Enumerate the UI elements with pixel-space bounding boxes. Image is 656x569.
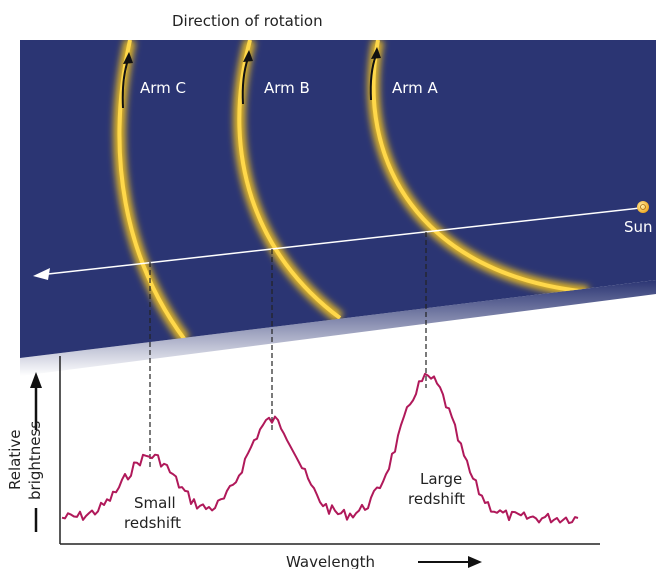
arm-a-label: Arm A [392, 79, 439, 97]
direction-of-rotation-label: Direction of rotation [172, 12, 323, 30]
y-axis-label-line1: Relative [6, 430, 24, 491]
rotation-arrowheads [123, 47, 381, 64]
projection-lines [149, 232, 427, 468]
arm-b-label: Arm B [264, 79, 310, 97]
large-redshift-label-line1: Large [420, 470, 462, 488]
disk-edge-fade [20, 280, 656, 376]
x-axis-arrow-icon [418, 556, 482, 568]
y-axis-arrow-icon [30, 372, 42, 532]
small-redshift-label-line1: Small [134, 494, 176, 512]
arm-c-label: Arm C [140, 79, 186, 97]
x-axis-label: Wavelength [286, 553, 375, 569]
arm-a [371, 40, 589, 294]
graph-axes [59, 356, 600, 545]
sun-label: Sun [624, 218, 653, 236]
sight-line [47, 207, 641, 275]
sun-icon [637, 201, 649, 213]
sight-line-arrow-icon [33, 268, 50, 280]
spiral-arms [113, 40, 589, 344]
arm-b [237, 40, 342, 320]
brightness-spectrum-curve [61, 372, 579, 525]
small-redshift-label-line2: redshift [124, 514, 181, 532]
large-redshift-label-line2: redshift [408, 490, 465, 508]
y-axis-label-line2: brightness [26, 421, 44, 500]
galactic-disk-region [20, 40, 656, 358]
